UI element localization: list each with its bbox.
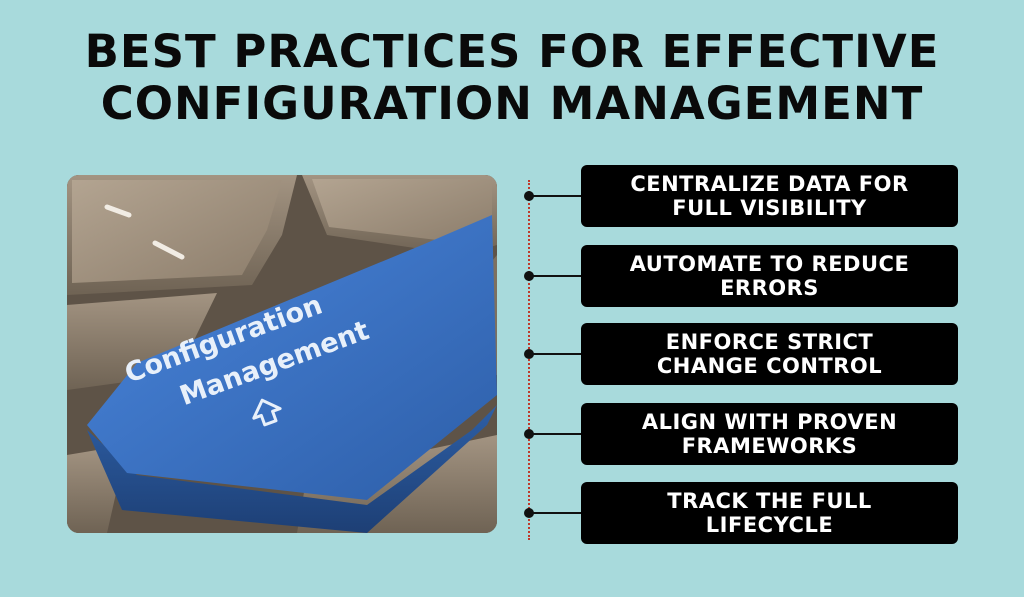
practice-text-line-1: TRACK THE FULL (667, 489, 872, 513)
timeline-dot (524, 191, 534, 201)
practice-box: ALIGN WITH PROVEN FRAMEWORKS (581, 403, 958, 465)
configuration-management-key (87, 215, 497, 500)
practice-box: ENFORCE STRICT CHANGE CONTROL (581, 323, 958, 385)
connector-line (532, 433, 584, 435)
page-title: BEST PRACTICES FOR EFFECTIVE CONFIGURATI… (0, 26, 1024, 130)
practice-text-line-1: ENFORCE STRICT (665, 330, 874, 354)
connector-line (532, 512, 584, 514)
practice-text-line-2: LIFECYCLE (705, 513, 834, 537)
practice-text-line-1: AUTOMATE TO REDUCE (629, 252, 910, 276)
connector-line (532, 195, 584, 197)
timeline-dot (524, 349, 534, 359)
practice-item: ALIGN WITH PROVEN FRAMEWORKS (524, 403, 958, 465)
practice-text-line-2: CHANGE CONTROL (656, 354, 883, 378)
timeline-dot (524, 271, 534, 281)
timeline-dot (524, 429, 534, 439)
practice-item: TRACK THE FULL LIFECYCLE (524, 482, 958, 544)
practice-box: AUTOMATE TO REDUCE ERRORS (581, 245, 958, 307)
practice-text-line-1: ALIGN WITH PROVEN (641, 410, 898, 434)
practice-text-line-2: ERRORS (720, 276, 819, 300)
practice-item: CENTRALIZE DATA FOR FULL VISIBILITY (524, 165, 958, 227)
key-dash-symbol-2 (152, 240, 185, 260)
practice-text-line-1: CENTRALIZE DATA FOR (630, 172, 909, 196)
keyboard-photo: Configuration Management (67, 175, 497, 533)
up-arrow-icon (252, 398, 282, 427)
keyboard-illustration: Configuration Management (67, 175, 497, 533)
timeline-dot (524, 508, 534, 518)
practice-box: TRACK THE FULL LIFECYCLE (581, 482, 958, 544)
title-line-2: CONFIGURATION MANAGEMENT (100, 77, 924, 130)
practice-text-line-2: FRAMEWORKS (681, 434, 858, 458)
key-dash-symbol-1 (104, 204, 132, 218)
title-line-1: BEST PRACTICES FOR EFFECTIVE (84, 25, 940, 78)
practice-item: AUTOMATE TO REDUCE ERRORS (524, 245, 958, 307)
practice-box: CENTRALIZE DATA FOR FULL VISIBILITY (581, 165, 958, 227)
connector-line (532, 275, 584, 277)
connector-line (532, 353, 584, 355)
practice-item: ENFORCE STRICT CHANGE CONTROL (524, 323, 958, 385)
practice-text-line-2: FULL VISIBILITY (672, 196, 867, 220)
timeline-line (528, 180, 530, 540)
